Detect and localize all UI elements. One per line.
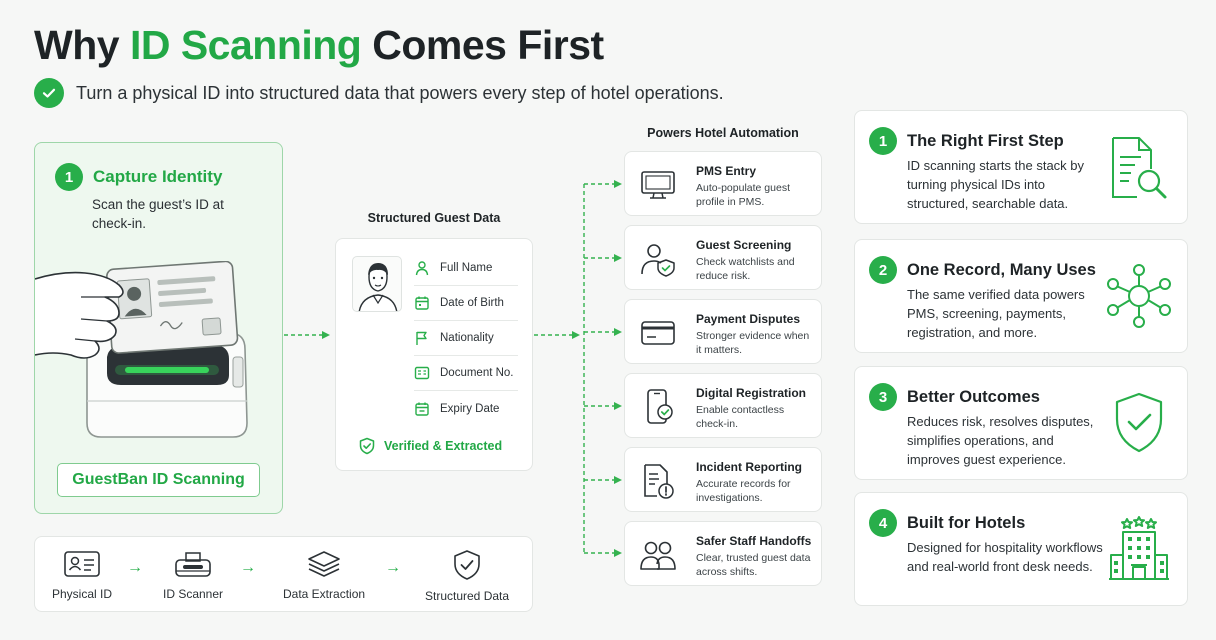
monitor-icon <box>641 171 675 199</box>
document-number-icon <box>414 366 430 380</box>
id-scanner-illustration-icon <box>35 261 248 438</box>
shield-check-icon <box>454 550 480 580</box>
verified-status: Verified & Extracted <box>358 437 502 455</box>
flow-arrow-icon: → <box>127 559 143 576</box>
flow-arrow-icon: → <box>385 559 401 576</box>
capture-header: 1 Capture Identity <box>55 163 222 191</box>
flow-arrow-icon: → <box>240 559 256 576</box>
automation-card-incident-reporting: Incident Reporting Accurate records for … <box>624 447 822 512</box>
shield-check-icon <box>359 437 375 455</box>
guestban-id-scanning-button[interactable]: GuestBan ID Scanning <box>57 463 260 497</box>
field-date-of-birth: Date of Birth <box>414 286 518 321</box>
automation-card-guest-screening: Guest Screening Check watchlists and red… <box>624 225 822 290</box>
flow-step-data-extraction: Data Extraction <box>283 549 365 601</box>
check-circle-icon <box>34 78 64 108</box>
avatar <box>352 256 402 312</box>
automation-card-payment-disputes: Payment Disputes Stronger evidence when … <box>624 299 822 364</box>
layers-icon <box>308 551 340 577</box>
step-badge: 1 <box>869 127 897 155</box>
step-badge: 3 <box>869 383 897 411</box>
subtitle-text: Turn a physical ID into structured data … <box>76 82 724 103</box>
calendar-icon <box>415 402 429 416</box>
flag-icon <box>416 331 427 345</box>
document-search-icon <box>1112 137 1167 199</box>
capture-description: Scan the guest’s ID at check-in. <box>92 197 224 231</box>
capture-title: Capture Identity <box>93 167 223 186</box>
flow-step-physical-id: Physical ID <box>52 549 112 601</box>
scanner-icon <box>175 552 211 577</box>
shield-check-icon <box>1115 392 1163 453</box>
structured-data-card: Full Name Date of Birth Nationality Docu… <box>335 238 533 471</box>
field-full-name: Full Name <box>414 251 518 286</box>
capture-identity-panel: 1 Capture Identity Scan the guest’s ID a… <box>34 142 283 514</box>
step-badge: 1 <box>55 163 83 191</box>
network-hub-icon <box>1107 264 1171 328</box>
step-badge: 2 <box>869 256 897 284</box>
flow-step-structured-data: Structured Data <box>425 549 509 603</box>
report-alert-icon <box>644 464 674 499</box>
scan-flow-strip: Physical ID → ID Scanner → Data Extracti… <box>34 536 533 612</box>
field-nationality: Nationality <box>414 321 518 356</box>
flow-step-id-scanner: ID Scanner <box>163 549 223 601</box>
user-shield-icon <box>641 244 675 277</box>
field-expiry-date: Expiry Date <box>414 391 518 426</box>
credit-card-icon <box>641 321 675 345</box>
automation-card-safer-staff-handoffs: Safer Staff Handoffs Clear, trusted gues… <box>624 521 822 586</box>
hotel-icon <box>1109 516 1169 580</box>
automation-card-digital-registration: Digital Registration Enable contactless … <box>624 373 822 438</box>
user-icon <box>415 261 429 276</box>
phone-check-icon <box>647 389 673 424</box>
step-badge: 4 <box>869 509 897 537</box>
automation-title: Powers Hotel Automation <box>647 126 799 140</box>
id-card-icon <box>64 551 100 577</box>
guest-portrait-icon <box>358 263 398 311</box>
calendar-icon <box>415 296 429 310</box>
automation-card-pms-entry: PMS Entry Auto-populate guest profile in… <box>624 151 822 216</box>
structured-data-title: Structured Guest Data <box>367 211 501 225</box>
field-document-no: Document No. <box>414 356 518 391</box>
staff-icon <box>640 541 676 570</box>
page-title: Why ID Scanning Comes First <box>34 22 604 68</box>
subtitle: Turn a physical ID into structured data … <box>34 78 724 108</box>
